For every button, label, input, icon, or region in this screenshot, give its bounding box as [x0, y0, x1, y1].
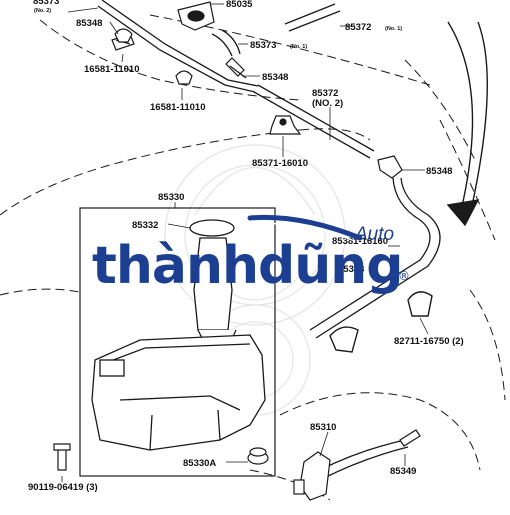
clip-85371: [269, 115, 302, 135]
label-85372-no1: 85372: [345, 22, 371, 33]
nozzle-85035: [177, 1, 215, 31]
clamp-16581-b: [175, 70, 193, 85]
joint-85348-c: [377, 155, 403, 179]
label-85373-no1-qualifier: (No. 1): [290, 44, 307, 50]
clamp-82711-b: [329, 326, 359, 353]
hose-85372-no1: [284, 3, 341, 32]
label-85373-no1: 85373: [250, 40, 276, 51]
hose-long-right: [309, 177, 441, 339]
part-labels: 85373 (No. 2) 85348 85035 85372 (No. 1) …: [28, 0, 464, 493]
pump-85310: [293, 451, 331, 501]
washer-tank-85330: [91, 219, 266, 451]
label-85372-no1-qualifier: (No. 1): [385, 26, 402, 32]
label-90119-06419: 90119-06419 (3): [28, 482, 98, 493]
watermark-text: thànhdũng: [92, 236, 403, 296]
label-85330: 85330: [158, 192, 184, 203]
bolt-90119: [53, 443, 71, 471]
label-85372-no2-qualifier: (NO. 2): [312, 98, 343, 109]
label-82711-16750: 82711-16750 (2): [394, 336, 464, 347]
watermark-subtext: Auto: [354, 224, 394, 245]
label-85348-c: 85348: [426, 166, 452, 177]
label-85371-16010: 85371-16010: [252, 158, 308, 169]
tank-assembly-box: [79, 207, 276, 477]
hose-85373-no2: [97, 0, 259, 93]
label-85343: 85343: [338, 264, 364, 275]
label-85381-16160: 85381-16160: [332, 236, 388, 247]
label-85035: 85035: [226, 0, 253, 10]
clamp-82711-a: [407, 291, 433, 317]
joint-85348-b: [225, 57, 247, 79]
label-85349: 85349: [390, 466, 416, 477]
label-85348-b: 85348: [262, 72, 288, 83]
label-16581-11010-a: 16581-11010: [84, 64, 139, 75]
hose-85372-no2: [253, 84, 375, 159]
label-85348-a: 85348: [76, 18, 102, 29]
leader-lines: [61, 3, 429, 482]
label-16581-11010-b: 16581-11010: [150, 102, 205, 113]
label-85372-no2: 85372: [312, 88, 338, 99]
label-85330A: 85330A: [183, 458, 216, 469]
grommet-85349: [399, 429, 421, 447]
hose-85373-no1: [211, 29, 241, 57]
grommet-85330A: [247, 447, 269, 465]
routing-curve: [446, 21, 488, 227]
label-85332: 85332: [132, 220, 158, 231]
label-85310: 85310: [310, 422, 336, 433]
watermark-registered-mark: ®: [398, 269, 410, 283]
watermark-logo: thànhdũng Auto ®: [92, 214, 410, 296]
clamp-16581-a: [114, 28, 133, 43]
label-85373-no2: 85373: [33, 0, 59, 7]
label-85373-no2-qualifier: (No. 2): [34, 8, 51, 14]
